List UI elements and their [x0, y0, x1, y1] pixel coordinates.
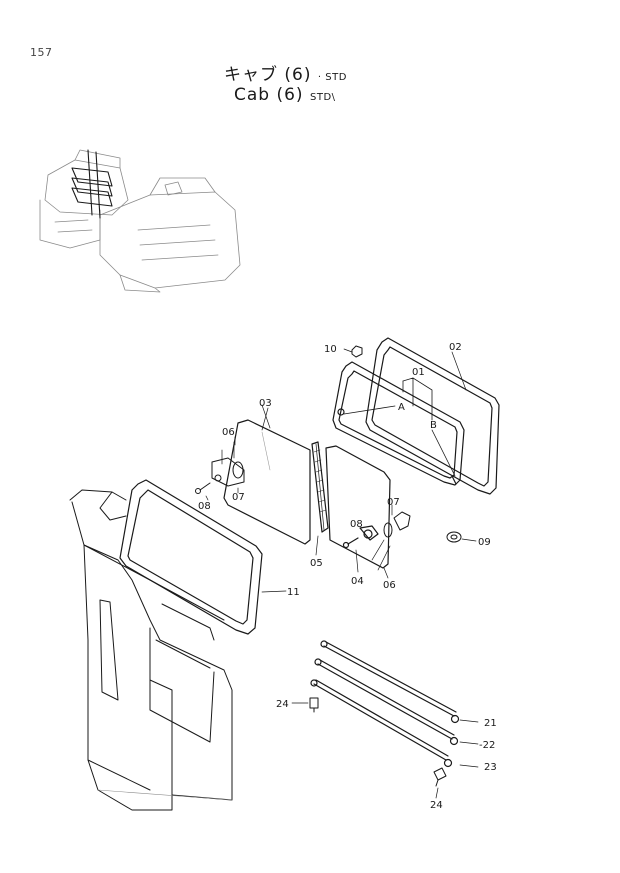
callout-05: 05	[310, 558, 323, 569]
part-03-glass-pane	[223, 404, 311, 545]
reference-leaders	[343, 377, 456, 477]
part-04-sliding-pane	[325, 445, 391, 569]
callout-08-right: 08	[350, 519, 363, 530]
part-10-cap	[351, 345, 363, 358]
cab-body	[69, 489, 233, 811]
callout-06-right: 06	[383, 580, 396, 591]
callout-11: 11	[287, 587, 300, 598]
callout-leaders	[205, 348, 479, 799]
callout-23: 23	[484, 762, 497, 773]
rod-assembly	[310, 640, 460, 768]
callout-02: 02	[449, 342, 462, 353]
callout-01: 01	[412, 367, 425, 378]
callout-22: -22	[479, 740, 495, 751]
callout-10: 10	[324, 344, 337, 355]
title-english-suffix: STD\	[309, 92, 336, 103]
title-english-main: Cab (6)	[234, 85, 304, 105]
reference-b: B	[430, 420, 437, 431]
part-09-grommet	[446, 531, 462, 543]
callout-24-bottom: 24	[430, 800, 443, 811]
part-02-window-seal	[365, 337, 500, 495]
callout-21: 21	[484, 718, 497, 729]
part-05-rail-strip	[311, 441, 329, 533]
reference-a: A	[398, 402, 405, 413]
right-latch-assembly	[371, 511, 411, 571]
callout-04: 04	[351, 576, 364, 587]
callout-24-left: 24	[276, 699, 289, 710]
callout-07-right: 07	[387, 497, 400, 508]
callout-08-left: 08	[198, 501, 211, 512]
callout-09: 09	[478, 537, 491, 548]
part-11-gasket	[119, 479, 263, 635]
highlighted-cab-thumbnail	[71, 149, 113, 219]
callout-03: 03	[259, 398, 272, 409]
part-01-window-frame	[332, 361, 465, 486]
part-24-bolts	[309, 697, 447, 787]
title-japanese-main: キャブ (6)	[224, 65, 312, 85]
title-japanese-suffix: · STD	[317, 72, 347, 83]
page-number: 157	[30, 46, 53, 59]
callout-06-left: 06	[222, 427, 235, 438]
title-english: Cab (6) STD\	[234, 85, 336, 105]
title-japanese: キャブ (6) · STD	[224, 60, 347, 85]
excavator-thumbnail	[39, 149, 241, 293]
left-latch-assembly	[195, 441, 245, 494]
callout-labels: 10 02 01 A B 03 06 07 08 05 08 07 04 06 …	[198, 342, 497, 811]
callout-07-left: 07	[232, 492, 245, 503]
